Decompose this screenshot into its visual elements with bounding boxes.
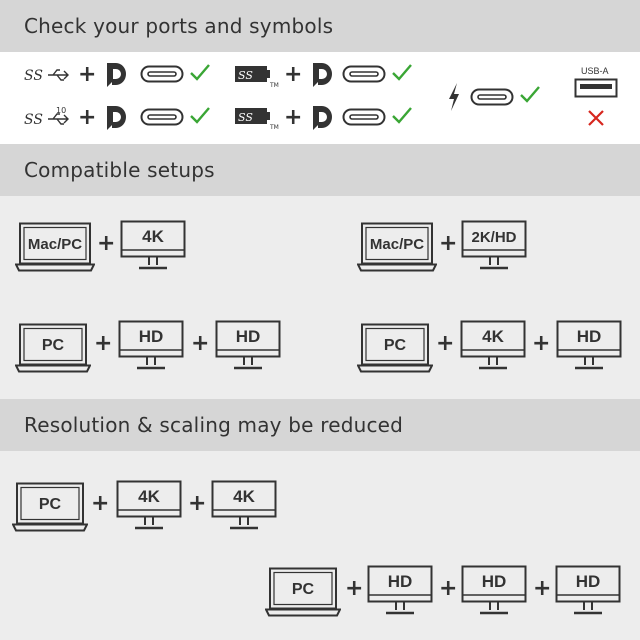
device-label: HD (236, 327, 261, 346)
ss-text: SS (24, 68, 43, 84)
plus-sign: + (284, 105, 303, 130)
usb-superspeed-power-icon: SS TM (235, 66, 279, 88)
usb-c-port-icon (470, 88, 514, 106)
tm-text: TM (269, 124, 279, 130)
ss10-number: 10 (56, 106, 66, 115)
laptop-icon: Mac/PC (357, 222, 437, 272)
plus-sign: + (78, 105, 97, 130)
monitor-icon: HD (461, 565, 527, 615)
device-label: HD (576, 572, 601, 591)
device-label: PC (42, 337, 65, 354)
usb-a-port-icon (574, 78, 618, 98)
plus-sign: + (191, 331, 210, 356)
device-label: 4K (482, 327, 504, 346)
usb-c-port-icon (342, 108, 386, 126)
device-label: 4K (138, 487, 160, 506)
displayport-icon (107, 63, 126, 87)
device-label: Mac/PC (28, 236, 82, 253)
device-label: PC (384, 337, 407, 354)
plus-sign: + (91, 491, 110, 516)
thunderbolt-icon (449, 83, 459, 111)
device-label: HD (388, 572, 413, 591)
plus-sign: + (436, 331, 455, 356)
monitor-icon: 4K (211, 480, 277, 530)
ss-text-inverse: SS (238, 69, 253, 82)
device-label: PC (292, 581, 315, 598)
monitor-icon: 2K/HD (461, 220, 527, 270)
plus-sign: + (532, 331, 551, 356)
usb-c-port-icon (140, 65, 184, 83)
device-label: 4K (142, 227, 164, 246)
check-icon (392, 64, 412, 81)
usb-a-label: USB-A (581, 66, 609, 76)
plus-sign: + (284, 62, 303, 87)
device-label: PC (39, 496, 62, 513)
compatible-section-title: Compatible setups (24, 158, 215, 182)
plus-sign: + (97, 231, 116, 256)
plus-sign: + (439, 231, 458, 256)
check-icon (520, 86, 540, 103)
device-label: HD (577, 327, 602, 346)
displayport-icon (107, 106, 126, 130)
monitor-icon: 4K (460, 320, 526, 370)
plus-sign: + (94, 331, 113, 356)
device-label: 4K (233, 487, 255, 506)
monitor-icon: HD (555, 565, 621, 615)
monitor-icon: HD (367, 565, 433, 615)
device-label: HD (482, 572, 507, 591)
monitor-icon: HD (215, 320, 281, 370)
check-icon (190, 107, 210, 124)
laptop-icon: Mac/PC (15, 222, 95, 272)
laptop-icon: PC (15, 323, 91, 373)
reduced-section-title: Resolution & scaling may be reduced (24, 413, 404, 437)
plus-sign: + (439, 576, 458, 601)
ports-section-header: Check your ports and symbols (0, 0, 640, 52)
usb-c-port-icon (140, 108, 184, 126)
device-label: 2K/HD (471, 229, 516, 246)
displayport-icon (313, 106, 332, 130)
displayport-icon (313, 63, 332, 87)
usb-superspeed-10-power-icon: SS TM (235, 108, 279, 130)
monitor-icon: HD (556, 320, 622, 370)
ss-text: SS (24, 112, 43, 128)
check-icon (190, 64, 210, 81)
cross-icon (588, 110, 604, 126)
monitor-icon: 4K (120, 220, 186, 270)
monitor-icon: HD (118, 320, 184, 370)
plus-sign: + (188, 491, 207, 516)
plus-sign: + (345, 576, 364, 601)
monitor-icon: 4K (116, 480, 182, 530)
usb-superspeed-10-icon: 10 SS (24, 106, 69, 128)
ss-text-inverse: SS (238, 111, 253, 124)
device-label: Mac/PC (370, 236, 424, 253)
laptop-icon: PC (357, 323, 433, 373)
check-icon (392, 107, 412, 124)
reduced-section-header: Resolution & scaling may be reduced (0, 399, 640, 451)
laptop-icon: PC (265, 567, 341, 617)
ports-panel: SS + SS TM + 10 SS + (0, 52, 640, 144)
compatible-section-header: Compatible setups (0, 144, 640, 196)
usb-c-port-icon (342, 65, 386, 83)
tm-text: TM (269, 82, 279, 88)
usb-superspeed-icon: SS (24, 68, 69, 84)
laptop-icon: PC (12, 482, 88, 532)
device-label: HD (139, 327, 164, 346)
ports-section-title: Check your ports and symbols (24, 14, 334, 38)
plus-sign: + (78, 62, 97, 87)
plus-sign: + (533, 576, 552, 601)
